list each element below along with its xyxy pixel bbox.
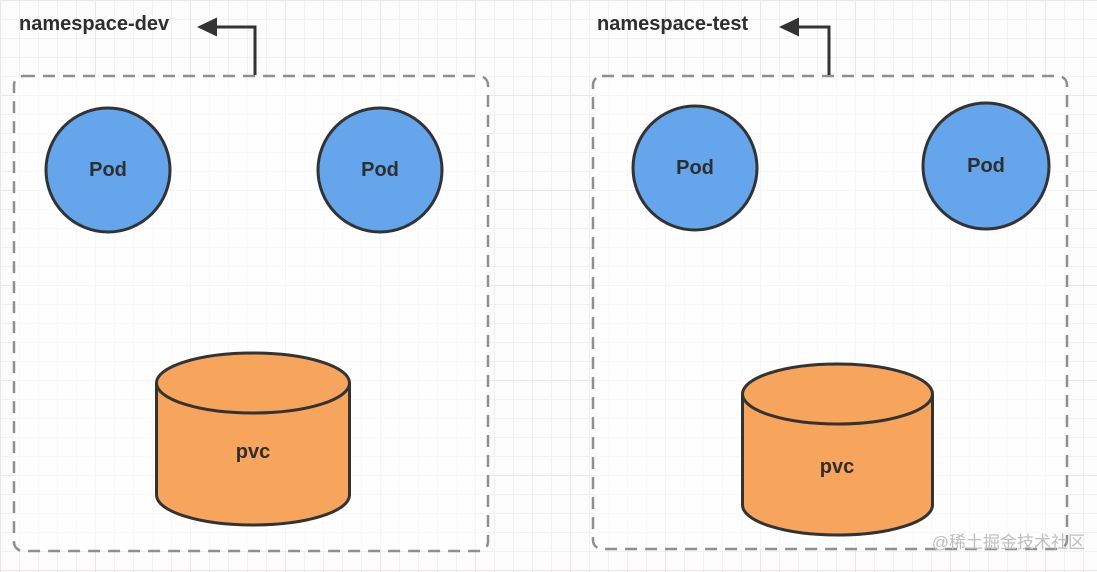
- pod-label-dev-1: Pod: [89, 159, 127, 181]
- namespace-test-arrowhead-icon: [779, 17, 799, 37]
- pvc-label-test: pvc: [819, 456, 855, 478]
- pod-circle-test-2: [921, 101, 1051, 231]
- pod-circle-dev-2: [316, 106, 444, 234]
- watermark-text: @稀土掘金技术社区: [931, 533, 1085, 552]
- pod-circle-dev-1: [44, 106, 172, 234]
- namespace-dev-label: namespace-dev: [19, 13, 170, 35]
- namespace-test-group: [591, 17, 1069, 551]
- pvc-cylinder-dev: [155, 351, 351, 527]
- pod-label-test-2: Pod: [967, 155, 1005, 177]
- namespace-dev-arrow-line: [213, 25, 257, 75]
- namespace-test-label: namespace-test: [597, 13, 749, 35]
- namespace-dev-group: [12, 17, 490, 553]
- pvc-cylinder-test: [741, 362, 934, 537]
- namespace-dev-arrowhead-icon: [197, 17, 217, 37]
- namespace-test-arrow-line: [795, 25, 831, 75]
- pvc-label-dev: pvc: [235, 441, 271, 463]
- pod-circle-test-1: [631, 104, 759, 232]
- pod-label-test-1: Pod: [676, 157, 714, 179]
- pod-label-dev-2: Pod: [361, 159, 399, 181]
